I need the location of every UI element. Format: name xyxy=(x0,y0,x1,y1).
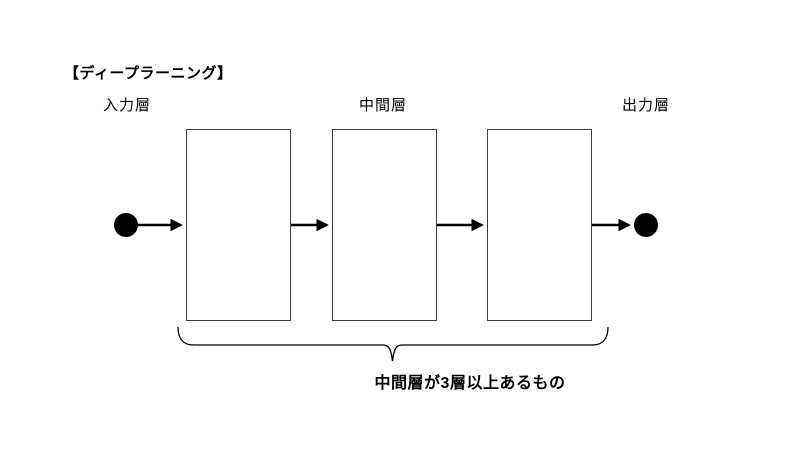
hidden-layer-box-3 xyxy=(487,129,592,321)
label-hidden-layer: 中間層 xyxy=(359,97,408,114)
input-node-circle xyxy=(114,213,138,237)
brace xyxy=(177,326,609,362)
hidden-layer-box-1 xyxy=(186,129,291,321)
label-input-layer: 入力層 xyxy=(103,97,152,114)
label-output-layer: 出力層 xyxy=(622,97,671,114)
hidden-layer-box-2 xyxy=(332,129,437,321)
diagram-caption: 中間層が3層以上あるもの xyxy=(374,375,566,392)
diagram-title: 【ディープラーニング】 xyxy=(64,65,233,82)
output-node-circle xyxy=(634,213,658,237)
